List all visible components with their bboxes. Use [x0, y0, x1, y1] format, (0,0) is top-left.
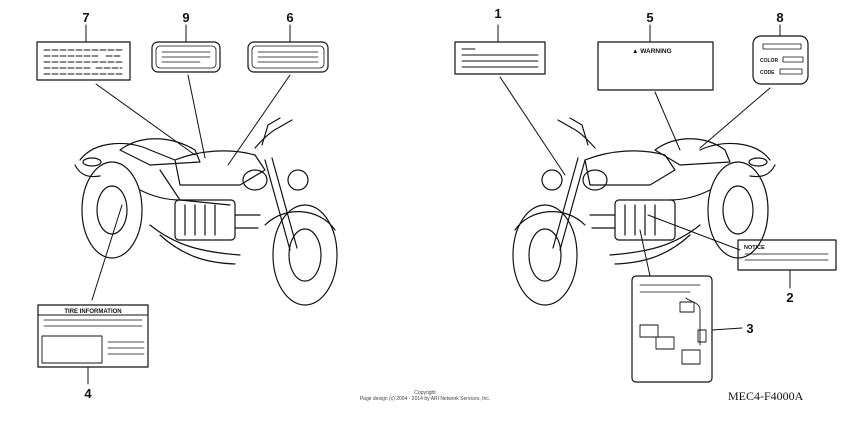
- copyright-notice: Copyright Page design (c) 2004 - 2014 by…: [330, 390, 520, 402]
- label-plate-9: [151, 41, 221, 73]
- warning-label-text: ▲ WARNING: [632, 48, 672, 55]
- callout-1: 1: [494, 6, 501, 21]
- callout-6: 6: [286, 10, 293, 25]
- color-label-text: COLOR: [760, 58, 778, 64]
- label-plate-6: [247, 41, 329, 73]
- callout-8: 8: [776, 10, 783, 25]
- copyright-detail: Page design (c) 2004 - 2014 by ARI Netwo…: [359, 396, 491, 402]
- label-plate-5: [597, 41, 714, 91]
- motorcycle-left: [74, 117, 338, 306]
- code-label-text: CODE: [760, 70, 775, 76]
- notice-label-text: NOTICE: [744, 245, 765, 251]
- callout-2: 2: [786, 290, 793, 305]
- tire-information-label-text: TIRE INFORMATION: [64, 309, 121, 315]
- label-plate-4: [37, 304, 149, 368]
- callout-9: 9: [182, 10, 189, 25]
- callout-4: 4: [84, 386, 92, 401]
- label-plate-1: [454, 41, 546, 75]
- label-plate-3: [631, 275, 713, 383]
- label-plate-2: [737, 239, 837, 271]
- diagram-code: MEC4-F4000A: [728, 389, 804, 403]
- motorcycle-right: [512, 117, 776, 306]
- label-plate-7: [36, 41, 131, 81]
- callout-7: 7: [82, 10, 89, 25]
- copyright-title: Copyright: [414, 390, 436, 396]
- leader-lines: [85, 24, 791, 385]
- callout-5: 5: [646, 10, 653, 25]
- callout-3: 3: [746, 321, 753, 336]
